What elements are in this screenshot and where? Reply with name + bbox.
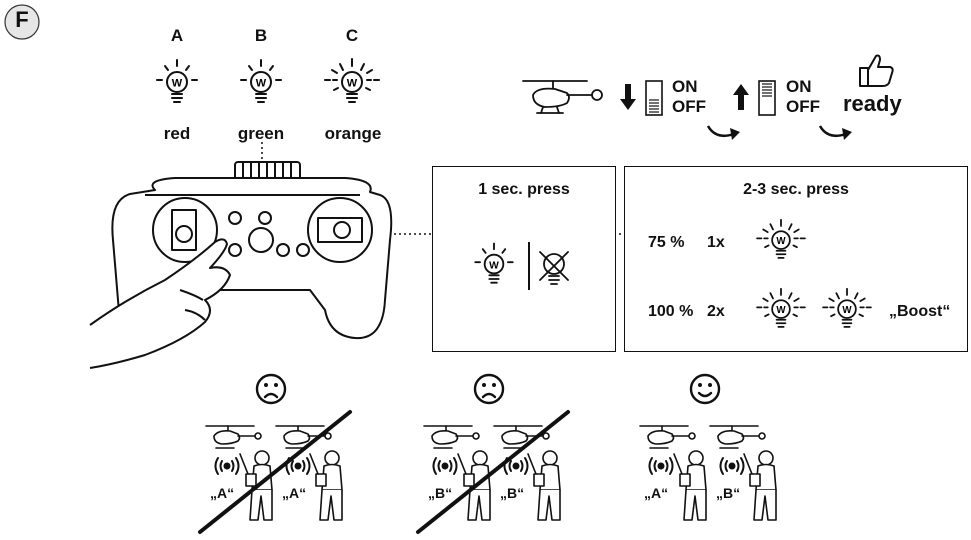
channel-label: „A“ (210, 485, 235, 501)
channel-label: „B“ (428, 485, 453, 501)
bulb-glyph: W (256, 78, 267, 90)
lightbulb-off-icon (539, 251, 569, 285)
arrow-up-icon (733, 84, 749, 110)
bulb-b-color: green (237, 124, 285, 143)
short-press-title: 1 sec. press (478, 181, 570, 198)
bulb-b-letter: B (254, 26, 268, 45)
press-count-1x: 1x (707, 234, 725, 251)
bulb-glyph: W (489, 260, 499, 271)
sad-face-icon (473, 373, 505, 405)
long-press-title: 2-3 sec. press (743, 181, 849, 198)
bulb-glyph: W (172, 78, 183, 90)
remote-control-illustration (89, 161, 393, 369)
speed-100-label: 100 % (648, 303, 694, 320)
pilot-pair-illustration (639, 425, 777, 521)
channel-label: „B“ (500, 485, 525, 501)
switch-on-label-2: ON (786, 77, 812, 96)
switch-off-label-2: OFF (786, 97, 820, 116)
panel-badge-letter: F (15, 7, 29, 32)
long-press-box: 2-3 sec. press (624, 166, 968, 352)
bulb-c-color: orange (324, 124, 382, 143)
lightbulb-icon: W (240, 59, 282, 103)
bulb-glyph: W (776, 236, 786, 247)
bulb-glyph: W (776, 305, 786, 316)
bulb-a-letter: A (170, 26, 184, 45)
ready-label: ready (843, 91, 902, 116)
channel-label: „B“ (716, 485, 741, 501)
speed-75-label: 75 % (648, 234, 685, 251)
lightbulb-on-icon: W (474, 242, 514, 284)
lightbulb-icon: W (156, 59, 198, 103)
bulb-a-color: red (163, 124, 191, 143)
separator-line (528, 242, 530, 290)
pilot-pair-illustration (416, 410, 570, 534)
switch-on-label: ON (672, 77, 698, 96)
curved-arrow-icon (818, 125, 852, 140)
switch-on-icon (758, 80, 776, 116)
press-count-2x: 2x (707, 303, 725, 320)
lightbulb-flashing-icon: W (822, 287, 872, 328)
channel-label: „A“ (282, 485, 307, 501)
bulb-glyph: W (347, 78, 358, 90)
thumbs-up-icon (859, 54, 894, 87)
bulb-c-letter: C (345, 26, 359, 45)
sad-face-icon (255, 373, 287, 405)
boost-label: „Boost“ (889, 303, 951, 320)
lightbulb-flashing-icon: W (756, 218, 806, 259)
switch-off-label: OFF (672, 97, 706, 116)
bulb-glyph: W (842, 305, 852, 316)
curved-arrow-icon (706, 125, 740, 140)
helicopter-icon (522, 80, 603, 114)
pilot-pair-illustration (198, 410, 352, 534)
panel-badge (4, 4, 40, 40)
short-press-box: 1 sec. press (432, 166, 616, 352)
happy-face-icon (689, 373, 721, 405)
channel-label: „A“ (644, 485, 669, 501)
switch-off-icon (645, 80, 663, 116)
arrow-down-icon (620, 84, 636, 110)
lightbulb-flashing-icon: W (324, 58, 380, 103)
lightbulb-flashing-icon: W (756, 287, 806, 328)
